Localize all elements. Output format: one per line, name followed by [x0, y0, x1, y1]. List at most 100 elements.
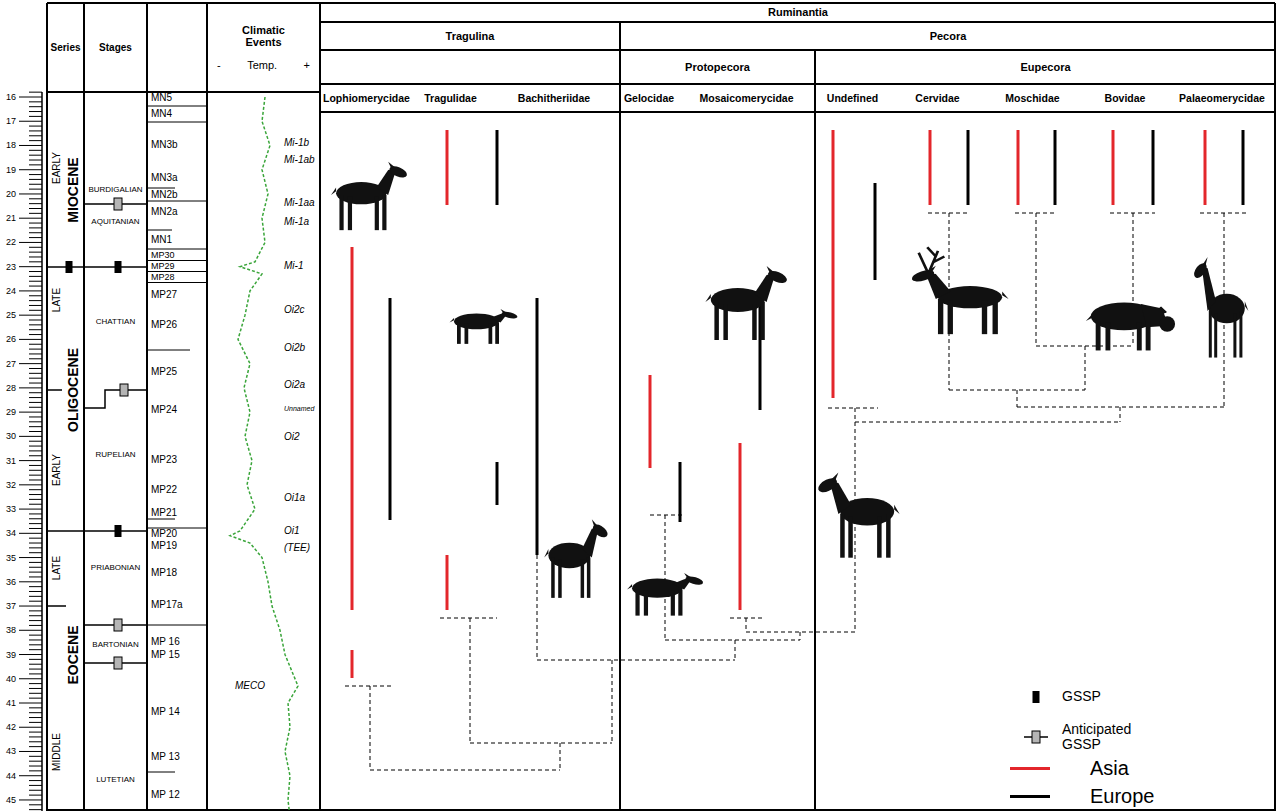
family-header: Bovidae [1080, 84, 1170, 112]
animal-silhouette [544, 519, 608, 598]
climatic-event: Mi-1ab [284, 155, 315, 165]
axis-number: 17 [6, 117, 16, 126]
mammal-zone: MP29 [151, 262, 175, 271]
tree-branch [1120, 407, 1121, 422]
silhouette-leg [348, 197, 352, 230]
axis-number: 32 [6, 480, 16, 489]
axis-number: 26 [6, 335, 16, 344]
axis-number: 29 [6, 408, 16, 417]
axis-number: 44 [6, 771, 16, 780]
header-text: Series [50, 42, 80, 54]
range-bar [929, 130, 932, 205]
legend-text: GSSP [1062, 689, 1101, 704]
frame-line [320, 83, 1275, 85]
range-bar [967, 130, 970, 205]
range-bar [496, 130, 499, 205]
axis-number: 23 [6, 262, 16, 271]
mammal-zone: MP23 [151, 455, 177, 465]
boundary-line [47, 266, 147, 268]
tree-branch [1200, 213, 1246, 214]
gssp-symbol [1033, 691, 1040, 703]
axis-number: 41 [6, 699, 16, 708]
axis-number: 30 [6, 432, 16, 441]
axis-number: 25 [6, 311, 16, 320]
silhouette-leg [948, 301, 953, 334]
frame-line [619, 22, 621, 811]
table-frame [47, 3, 1275, 811]
tree-branch [735, 640, 736, 660]
mammal-zone: MP25 [151, 367, 177, 377]
mammal-zone: MP27 [151, 290, 177, 300]
silhouette-tail [544, 549, 548, 558]
climatic-event: Unnamed [284, 405, 314, 412]
mammal-zone: MP17a [151, 600, 183, 610]
silhouette-leg [1105, 323, 1110, 351]
silhouette-leg [495, 323, 499, 344]
tree-branch [828, 408, 878, 409]
family-header: Cervidae [890, 84, 985, 112]
range-bar [389, 298, 392, 520]
boundary-lines [47, 204, 147, 663]
animal-silhouette [910, 247, 1008, 334]
series-name: EARLY [52, 152, 62, 184]
climatic-event: Oi1 [284, 526, 300, 536]
axis-number: 24 [6, 286, 16, 295]
silhouette-leg [982, 301, 987, 334]
climatic-event: Oi1a [284, 493, 305, 503]
axis-number: 45 [6, 795, 16, 804]
mammal-zone: MP 14 [151, 707, 180, 717]
axis-number: 31 [6, 456, 16, 465]
axis-number: 38 [6, 626, 16, 635]
family-header: Moschidae [985, 84, 1080, 112]
time-ruler [19, 92, 42, 811]
header-text: Bovidae [1105, 92, 1146, 104]
axis-number: 19 [6, 165, 16, 174]
stage-name: LUTETIAN [96, 776, 135, 784]
mammal-zone: MN3a [151, 173, 178, 183]
silhouette-leg [938, 299, 943, 334]
mammal-zone: MP20 [151, 529, 177, 539]
silhouette-leg [993, 299, 998, 334]
mammal-zone: MP21 [151, 508, 177, 518]
stage-name: CHATTIAN [96, 318, 135, 326]
anticipated-gssp-symbol [114, 657, 122, 669]
tree-branch [560, 743, 561, 770]
climatic-event: Oi2b [284, 343, 305, 353]
silhouette-leg [644, 591, 648, 616]
frame-line [47, 2, 1275, 4]
tree-branch [1085, 346, 1086, 390]
anticipated-gssp-symbol [120, 384, 128, 396]
tree-branch [370, 770, 560, 771]
axis-number: 28 [6, 383, 16, 392]
silhouette-leg [587, 558, 591, 598]
series-name: LATE [52, 288, 62, 312]
stage-name: BARTONIAN [92, 641, 138, 649]
boundary-line [47, 605, 66, 607]
family-header: Tragulidae [413, 84, 488, 112]
climatic-event: Mi-1b [284, 138, 309, 148]
mammal-zone: MP26 [151, 320, 177, 330]
legend-swatch [1010, 767, 1050, 770]
silhouette-horn [1160, 307, 1166, 313]
gssp-symbol [115, 525, 122, 537]
silhouette-leg [1096, 321, 1101, 350]
series-name: OLIGOCENE [66, 348, 80, 432]
axis-number: 21 [6, 214, 16, 223]
frame-line [46, 3, 48, 811]
tree-branch [470, 618, 471, 743]
silhouette-ear [1203, 257, 1208, 267]
silhouette-leg [714, 302, 719, 340]
axis-number: 20 [6, 189, 16, 198]
silhouette-leg [840, 514, 845, 558]
zone-line [147, 201, 207, 202]
header-text: Stages [99, 42, 132, 54]
axis-number: 40 [6, 674, 16, 683]
silhouette-leg [1233, 313, 1236, 357]
zone-line [147, 350, 190, 351]
frame-line [814, 50, 816, 811]
anticipated-gssp-symbol [1032, 731, 1040, 743]
mammal-zone: MN3b [151, 140, 178, 150]
axis-number: 27 [6, 359, 16, 368]
tree-branch [1036, 213, 1037, 346]
